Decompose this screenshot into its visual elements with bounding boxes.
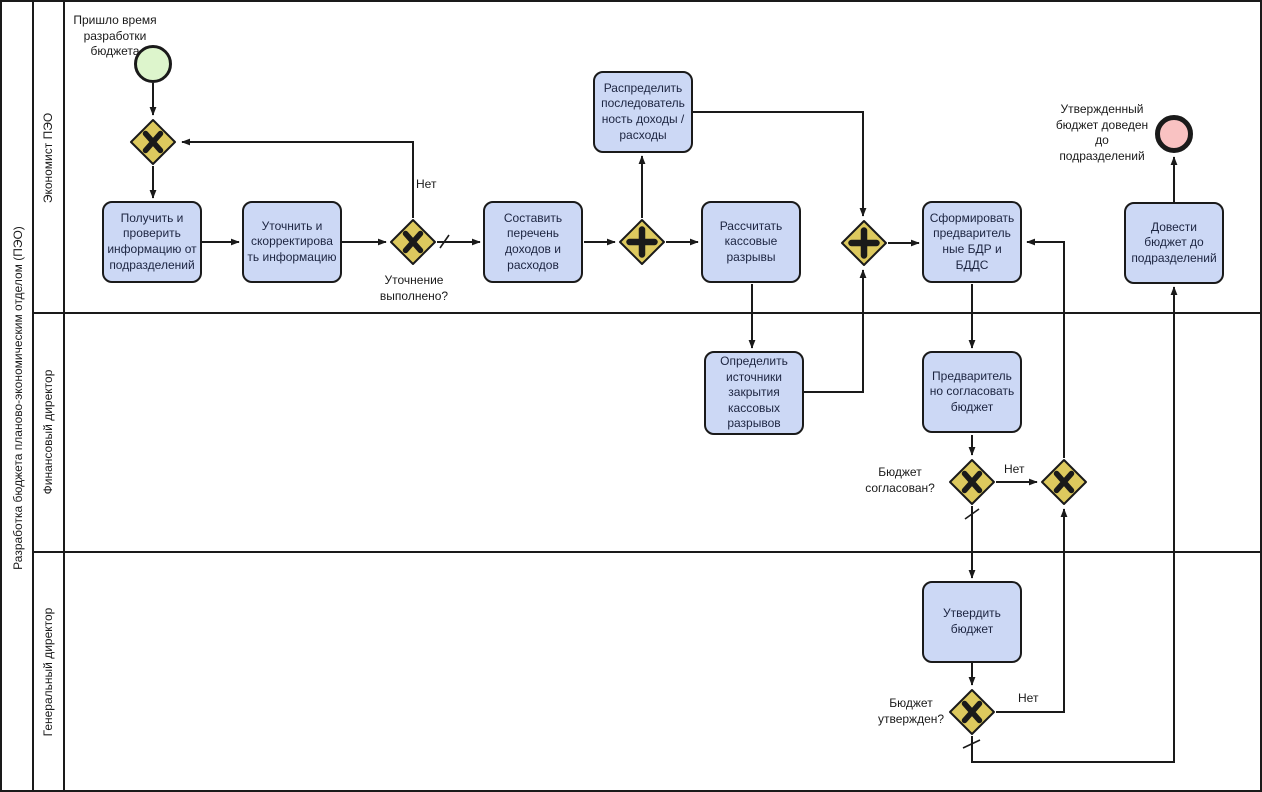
edge-label-net-3: Нет bbox=[1018, 691, 1039, 705]
start-event[interactable] bbox=[134, 45, 172, 83]
task-receive-check-info[interactable]: Получить и проверить информацию от подра… bbox=[102, 201, 202, 283]
xor-gateway-icon bbox=[390, 219, 436, 265]
gateway-label-budget-approved: Бюджет утвержден? bbox=[877, 696, 945, 726]
task-approve-budget[interactable]: Утвердить бюджет bbox=[922, 581, 1022, 663]
xor-gateway-icon bbox=[949, 689, 995, 735]
parallel-gateway-icon bbox=[619, 219, 665, 265]
gateway-xor-merge-top[interactable] bbox=[129, 118, 177, 166]
gateway-parallel-split[interactable] bbox=[618, 218, 666, 266]
end-event[interactable] bbox=[1155, 115, 1193, 153]
end-event-label: Утвержденный бюджет доведен до подраздел… bbox=[1055, 102, 1149, 163]
task-refine-correct-info[interactable]: Уточнить и скорректирова ть информацию bbox=[242, 201, 342, 283]
lane-label-general-director: Генеральный директор bbox=[41, 607, 55, 737]
task-deliver-budget[interactable]: Довести бюджет до подразделений bbox=[1124, 202, 1224, 284]
lane-label-economist: Экономист ПЭО bbox=[41, 112, 55, 204]
task-calc-cash-gaps[interactable]: Рассчитать кассовые разрывы bbox=[701, 201, 801, 283]
gateway-xor-budget-agreed[interactable] bbox=[948, 458, 996, 506]
parallel-gateway-icon bbox=[841, 220, 887, 266]
gateway-xor-refine-done[interactable] bbox=[389, 218, 437, 266]
xor-gateway-icon bbox=[949, 459, 995, 505]
gateway-label-budget-agreed: Бюджет согласован? bbox=[865, 465, 935, 495]
task-define-gap-sources[interactable]: Определить источники закрытия кассовых р… bbox=[704, 351, 804, 435]
xor-gateway-icon bbox=[130, 119, 176, 165]
lane-label-financial-director: Финансовый директор bbox=[41, 369, 55, 495]
pool-title: Разработка бюджета планово-экономическим… bbox=[11, 226, 25, 570]
task-form-bdr-bdds[interactable]: Сформировать предваритель ные БДР и БДДС bbox=[922, 201, 1022, 283]
gateway-parallel-join[interactable] bbox=[840, 219, 888, 267]
start-event-label: Пришло время разработки бюджета bbox=[73, 13, 157, 59]
gateway-xor-merge-right[interactable] bbox=[1040, 458, 1088, 506]
gateway-xor-budget-approved[interactable] bbox=[948, 688, 996, 736]
task-preapprove-budget[interactable]: Предваритель но согласовать бюджет bbox=[922, 351, 1022, 433]
edge-label-net-1: Нет bbox=[416, 177, 437, 191]
edge-label-net-2: Нет bbox=[1004, 462, 1025, 476]
gateway-label-refine-done: Уточнение выполнено? bbox=[379, 273, 449, 303]
task-compose-income-expense-list[interactable]: Составить перечень доходов и расходов bbox=[483, 201, 583, 283]
xor-gateway-icon bbox=[1041, 459, 1087, 505]
task-distribute-sequence[interactable]: Распределить последователь ность доходы … bbox=[593, 71, 693, 153]
